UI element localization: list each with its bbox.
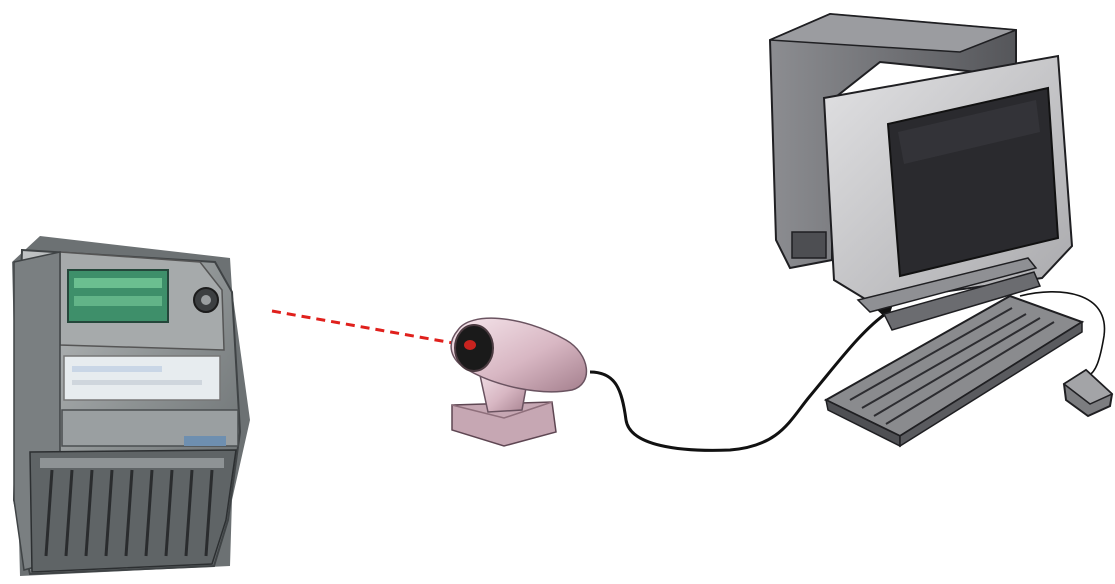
optical-beam: [272, 311, 470, 346]
mouse-icon: [1064, 370, 1112, 416]
optical-probe-icon: [451, 318, 586, 446]
probe-cable: [590, 312, 888, 450]
desktop-computer-icon: [770, 14, 1072, 330]
electricity-meter-icon: [12, 236, 250, 576]
meter-label-plate: [64, 356, 220, 400]
keyboard-icon: [826, 296, 1082, 446]
